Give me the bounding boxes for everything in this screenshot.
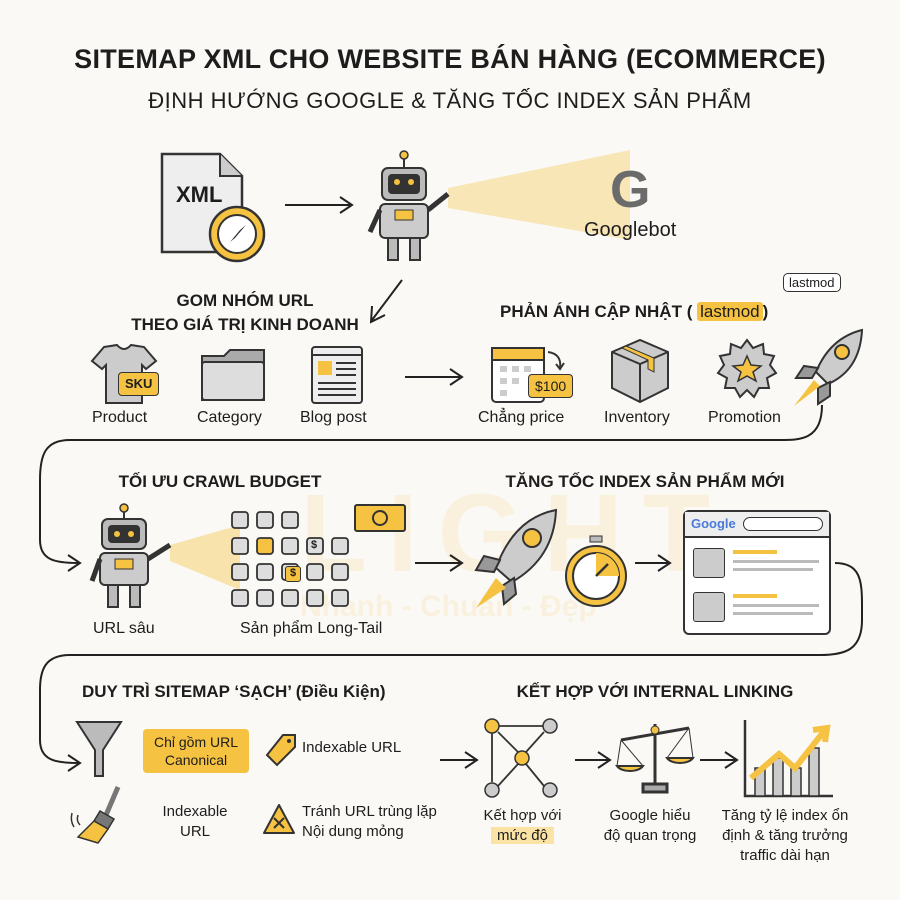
- link-network-icon: [484, 718, 558, 798]
- group-urls-heading-1: GOM NHÓM URL: [176, 291, 314, 310]
- broom-label-line2: URL: [179, 823, 210, 840]
- arrow-stopwatch-browser: [635, 554, 672, 572]
- linking-step2-line2: độ quan trọng: [603, 827, 697, 844]
- folder-icon: [201, 349, 265, 401]
- googlebot-label: Googlebot: [584, 219, 677, 241]
- broom-icon: [70, 786, 121, 844]
- box-icon: [611, 338, 669, 404]
- crawl-budget-heading: TỐI ƯU CRAWL BUDGET: [118, 472, 322, 491]
- linking-step3-line2: định & tăng trưởng: [722, 827, 848, 844]
- group-label-blog-post: Blog post: [300, 409, 367, 426]
- price-tag: $100: [528, 374, 574, 398]
- rocket-icon: [794, 328, 864, 406]
- watermark-slogan: Nhanh - Chuẩn - Đẹp: [300, 590, 597, 623]
- group-label-category: Category: [197, 409, 262, 426]
- fast-index-heading: TĂNG TỐC INDEX SẢN PHẨM MỚI: [505, 472, 785, 491]
- url-depth-label: URL sâu: [93, 620, 155, 637]
- canonical-tag: Chỉ gồm URL Canonical: [143, 729, 249, 773]
- clean-sitemap-heading: DUY TRÌ SITEMAP ‘SẠCH’ (Điều Kiện): [82, 682, 386, 701]
- indexable-url-tag: Indexable URL: [302, 739, 402, 756]
- lastmod-speech-bubble: lastmod: [783, 273, 841, 292]
- funnel-icon: [75, 721, 123, 777]
- avoid-label: Tránh URL trùng lặp Nội dung mỏng: [302, 802, 437, 842]
- scales-icon: [615, 724, 695, 794]
- search-bar: [743, 517, 823, 531]
- dollar-mark-2: $: [285, 566, 301, 582]
- dollar-mark: $: [311, 539, 318, 551]
- linking-step1-label: Kết hợp với mức độ: [470, 806, 575, 846]
- connector-row3-row4: [39, 562, 863, 772]
- linking-step3-line1: Tăng tỷ lệ index ổn: [721, 807, 849, 824]
- google-logo: Google: [691, 516, 736, 531]
- group-label-product: Product: [92, 409, 148, 426]
- linking-step3-line3: traffic dài hạn: [740, 847, 830, 864]
- page-subtitle: ĐỊNH HƯỚNG GOOGLE & TĂNG TỐC INDEX SẢN P…: [148, 88, 752, 113]
- xml-file-icon: [160, 152, 266, 263]
- arrow-xml-robot: [285, 196, 354, 214]
- page-title: SITEMAP XML CHO WEBSITE BÁN HÀNG (ECOMME…: [74, 44, 826, 74]
- xml-label: XML: [176, 182, 223, 207]
- avoid-label-line1: Tránh URL trùng lặp: [302, 803, 437, 820]
- stopwatch-icon: [565, 535, 627, 607]
- lastmod-label-inventory: Inventory: [604, 409, 670, 426]
- canonical-tag-line2: Canonical: [164, 752, 228, 768]
- money-bill-icon: [354, 504, 406, 532]
- crawler-robot-icon: [89, 503, 240, 608]
- sku-tag: SKU: [118, 372, 160, 396]
- group-urls-heading-2: THEO GIÁ TRỊ KINH DOANH: [131, 315, 359, 334]
- lastmod-highlight: lastmod: [697, 302, 763, 321]
- linking-step3-label: Tăng tỷ lệ index ổn định & tăng trưởng t…: [710, 806, 860, 866]
- lastmod-heading-prefix: PHẢN ÁNH CẬP NHẬT (: [500, 302, 693, 321]
- arrow-grid-rocket: [415, 554, 464, 572]
- linking-step2-label: Google hiểu độ quan trọng: [590, 806, 710, 846]
- internal-linking-heading: KẾT HỢP VỚI INTERNAL LINKING: [516, 682, 794, 701]
- lastmod-heading-suffix: ): [762, 302, 769, 321]
- linking-step2-line1: Google hiểu: [609, 807, 691, 824]
- arrow-network-scales: [575, 751, 612, 769]
- warning-icon: [263, 804, 295, 834]
- lastmod-label-price: Chẳng price: [478, 409, 565, 426]
- arrow-robot-group: [369, 279, 403, 324]
- arrow-scales-chart: [700, 751, 739, 769]
- avoid-label-line2: Nội dung mỏng: [302, 823, 404, 840]
- broom-label: Indexable URL: [155, 802, 235, 842]
- lastmod-label-promotion: Promotion: [708, 409, 781, 426]
- lastmod-heading: PHẢN ÁNH CẬP NHẬT ( lastmod): [500, 302, 768, 322]
- long-tail-product-grid: [231, 504, 406, 607]
- google-search-results-browser: Google: [683, 510, 831, 635]
- blog-post-icon: [311, 346, 363, 404]
- linking-step1-line1: Kết hợp với: [483, 807, 562, 824]
- connector-row2-row3: [39, 404, 823, 572]
- growth-chart-icon: [743, 720, 833, 798]
- long-tail-label: Sản phẩm Long-Tail: [240, 620, 383, 637]
- googlebot-robot-icon: [367, 150, 630, 261]
- arrow-group-lastmod: [405, 368, 464, 386]
- google-g-logo: G: [610, 161, 651, 219]
- price-tag-icon: [265, 734, 296, 767]
- canonical-tag-line1: Chỉ gồm URL: [153, 734, 239, 750]
- star-badge-icon: [716, 338, 778, 399]
- linking-step1-line2: mức độ: [491, 827, 554, 844]
- arrow-clean-linking: [440, 751, 479, 769]
- broom-label-line1: Indexable: [162, 803, 228, 820]
- rocket-stopwatch-icon: [474, 508, 627, 608]
